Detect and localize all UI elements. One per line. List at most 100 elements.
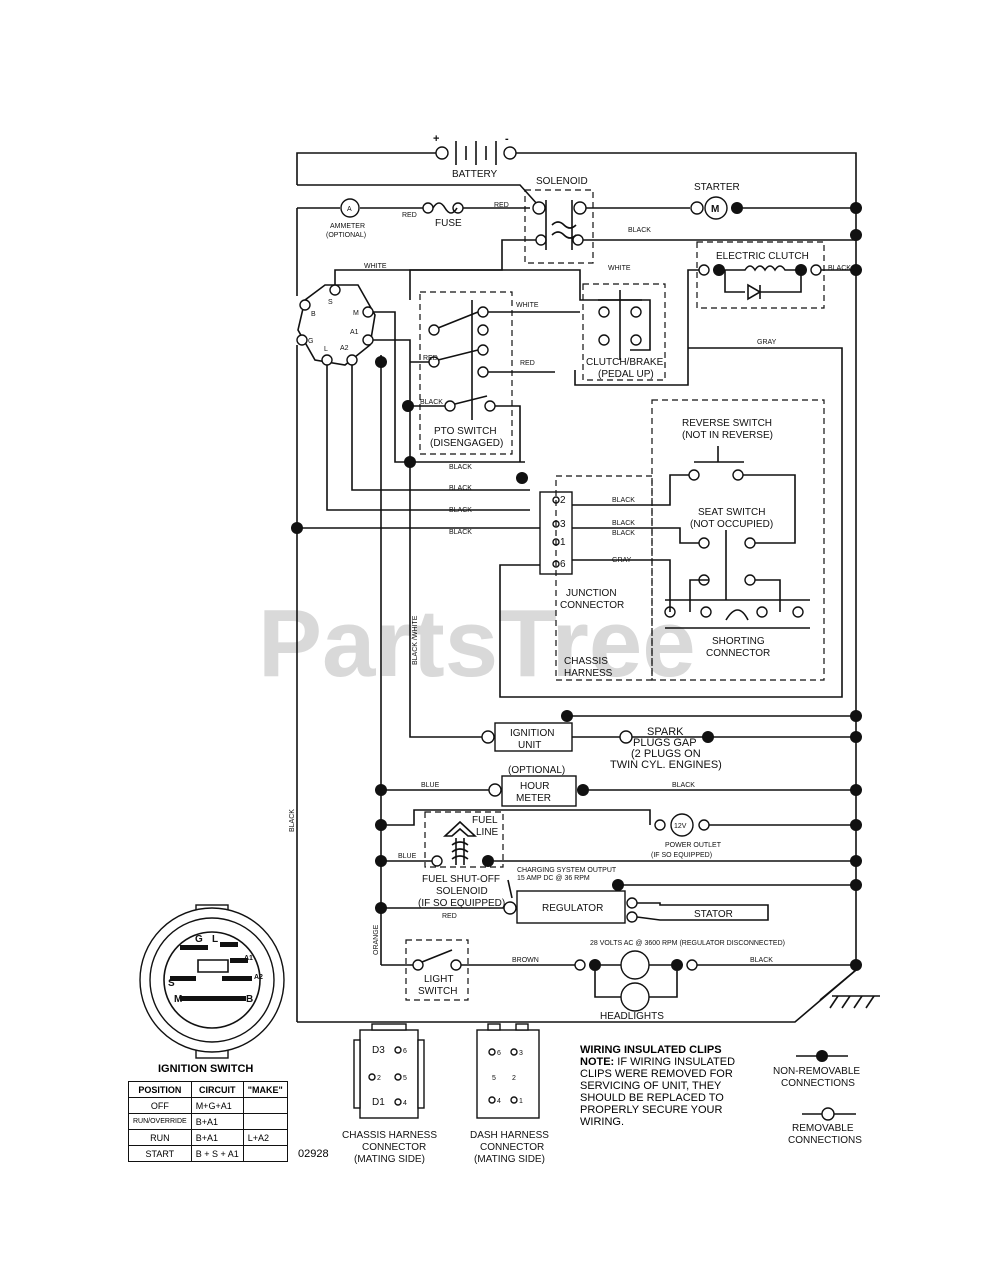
table-cell: B+A1 [190, 1113, 244, 1130]
power-outlet-label: POWER OUTLET [665, 842, 722, 849]
dash-pin-6: 6 [497, 1050, 501, 1057]
chassis-harness-connector: D3 6 2 5 D1 4 CHASSIS HARNESS CONNECTOR … [342, 1023, 437, 1165]
chassis-pin-5: 5 [403, 1075, 407, 1082]
right-rail-connections: BLACK [289, 202, 862, 971]
table-row: OFF M+G+A1 [128, 1097, 288, 1114]
chassis-pin-6: 6 [403, 1048, 407, 1055]
light-switch-label-2: SWITCH [418, 986, 457, 997]
chassis-pin-4: 4 [403, 1100, 407, 1107]
wire-black-j1: BLACK [449, 464, 472, 471]
dash-pin-4: 4 [497, 1098, 501, 1105]
terminal-a1: A1 [350, 329, 359, 336]
plug-a2: A2 [254, 974, 263, 981]
battery-label: BATTERY [452, 169, 498, 180]
wire-red-pto: RED [423, 355, 438, 362]
wire-brown: BROWN [512, 957, 539, 964]
junction-pin-1: 1 [560, 537, 566, 548]
table-cell: B + S + A1 [190, 1145, 244, 1162]
legend: NON-REMOVABLE CONNECTIONS REMOVABLE CONN… [773, 1050, 862, 1146]
ignition-table: POSITION CIRCUIT "MAKE" OFF M+G+A1 RUN/O… [128, 1081, 288, 1162]
wire-black-hl: BLACK [750, 957, 773, 964]
table-cell: RUN/OVERRIDE [128, 1113, 192, 1130]
junction-label: JUNCTION [566, 588, 617, 599]
regulator: CHARGING SYSTEM OUTPUT 15 AMP DC @ 36 RP… [375, 867, 856, 947]
chassis-conn-label-2: CONNECTOR [362, 1142, 426, 1153]
battery-minus: - [505, 133, 509, 145]
ignition-switch-schematic: S B G L M A1 A2 WHITE WHITE [296, 263, 651, 529]
plug-b: B [246, 994, 253, 1005]
chassis-pin-d1: D1 [372, 1097, 385, 1108]
shorting-label: SHORTING [712, 636, 765, 647]
ignition-unit-label-1: IGNITION [510, 728, 554, 739]
regulator-label: REGULATOR [542, 903, 603, 914]
table-cell: M+G+A1 [190, 1097, 244, 1114]
wire-red-2: RED [494, 202, 509, 209]
wire-white-pto: WHITE [516, 302, 539, 309]
wire-blue-1: BLUE [421, 782, 440, 789]
fuse-label: FUSE [435, 218, 462, 229]
wire-black-j3: BLACK [449, 507, 472, 514]
wire-black-j4: BLACK [449, 529, 472, 536]
ammeter-optional: (OPTIONAL) [326, 232, 366, 239]
starter: M STARTER BLACK [628, 182, 856, 234]
pedal-up-label: (PEDAL UP) [598, 369, 654, 380]
light-switch: BROWN LIGHT SWITCH ORANGE [373, 355, 576, 1001]
power-outlet: 12V POWER OUTLET (IF SO EQUIPPED) [651, 813, 856, 859]
clutch-brake-label: CLUTCH/BRAKE [586, 357, 664, 368]
hour-label-2: METER [516, 793, 551, 804]
solenoid-label: SOLENOID [536, 176, 588, 187]
wire-black-pto: BLACK [420, 399, 443, 406]
table-cell [242, 1113, 288, 1130]
note-title: WIRING INSULATED CLIPS [580, 1044, 722, 1056]
chassis-pin-d3: D3 [372, 1045, 385, 1056]
wire-black-seat2: BLACK [612, 530, 635, 537]
dash-pin-3: 3 [519, 1050, 523, 1057]
spark-label-1: SPARK [647, 726, 684, 738]
wire-black-starter: BLACK [628, 227, 651, 234]
ignition-unit-label-2: UNIT [518, 740, 541, 751]
charging-label-2: 15 AMP DC @ 36 RPM [517, 875, 590, 882]
starter-m: M [711, 204, 719, 215]
frame-wires [296, 152, 857, 1023]
wire-gray-1: GRAY [757, 339, 777, 346]
harness-label: HARNESS [564, 668, 613, 679]
table-header: CIRCUIT [190, 1081, 244, 1098]
wire-red-reg: RED [442, 913, 457, 920]
ammeter: A AMMETER (OPTIONAL) [326, 198, 366, 239]
spark-label-2: PLUGS GAP [633, 737, 697, 749]
table-cell: B+A1 [190, 1129, 244, 1146]
dash-pin-1: 1 [519, 1098, 523, 1105]
connector-label: CONNECTOR [560, 600, 624, 611]
ignition-switch-title: IGNITION SWITCH [158, 1063, 254, 1075]
terminal-l: L [324, 346, 328, 353]
table-cell: RUN [128, 1129, 192, 1146]
drawing-code: 02928 [298, 1148, 329, 1160]
wire-red-1: RED [402, 212, 417, 219]
charging-label-1: CHARGING SYSTEM OUTPUT [517, 867, 617, 874]
table-row: RUN B+A1 L+A2 [128, 1129, 288, 1146]
table-header: "MAKE" [242, 1081, 288, 1098]
dash-conn-label-2: CONNECTOR [480, 1142, 544, 1153]
hour-meter: (OPTIONAL) HOUR METER BLUE BLACK [375, 765, 856, 807]
light-switch-label-1: LIGHT [424, 974, 453, 985]
table-cell: OFF [128, 1097, 192, 1114]
pto-switch-label: PTO SWITCH [434, 426, 497, 437]
note-text: IF WIRING INSULATED CLIPS WERE REMOVED F… [580, 1056, 736, 1128]
battery: + - BATTERY [433, 133, 517, 180]
electric-clutch: ELECTRIC CLUTCH BLACK [574, 241, 856, 386]
ignition-switch-plug: G L A1 A2 S M B [139, 904, 285, 1059]
fuel-shutoff-solenoid: FUEL LINE BLUE FUEL SHUT-OFF SOLENOID (I… [375, 809, 856, 909]
wire-red-pto2: RED [520, 360, 535, 367]
chassis-conn-label-1: CHASSIS HARNESS [342, 1130, 437, 1141]
legend-removable-1: REMOVABLE [792, 1123, 854, 1134]
legend-nonremovable-2: CONNECTIONS [781, 1078, 855, 1089]
table-header-row: POSITION CIRCUIT "MAKE" [128, 1081, 288, 1098]
wire-gray-2: GRAY [612, 557, 632, 564]
plug-l: L [212, 934, 218, 945]
ground-icon [829, 995, 880, 1009]
spark-label-4: TWIN CYL. ENGINES) [610, 759, 722, 771]
ignition-unit: BLACK /WHITE IGNITION UNIT SPARK PLUGS G… [409, 470, 856, 771]
table-row: START B + S + A1 [128, 1145, 288, 1162]
wire-black-clutch: BLACK [828, 265, 851, 272]
note-label: NOTE: [580, 1056, 615, 1068]
